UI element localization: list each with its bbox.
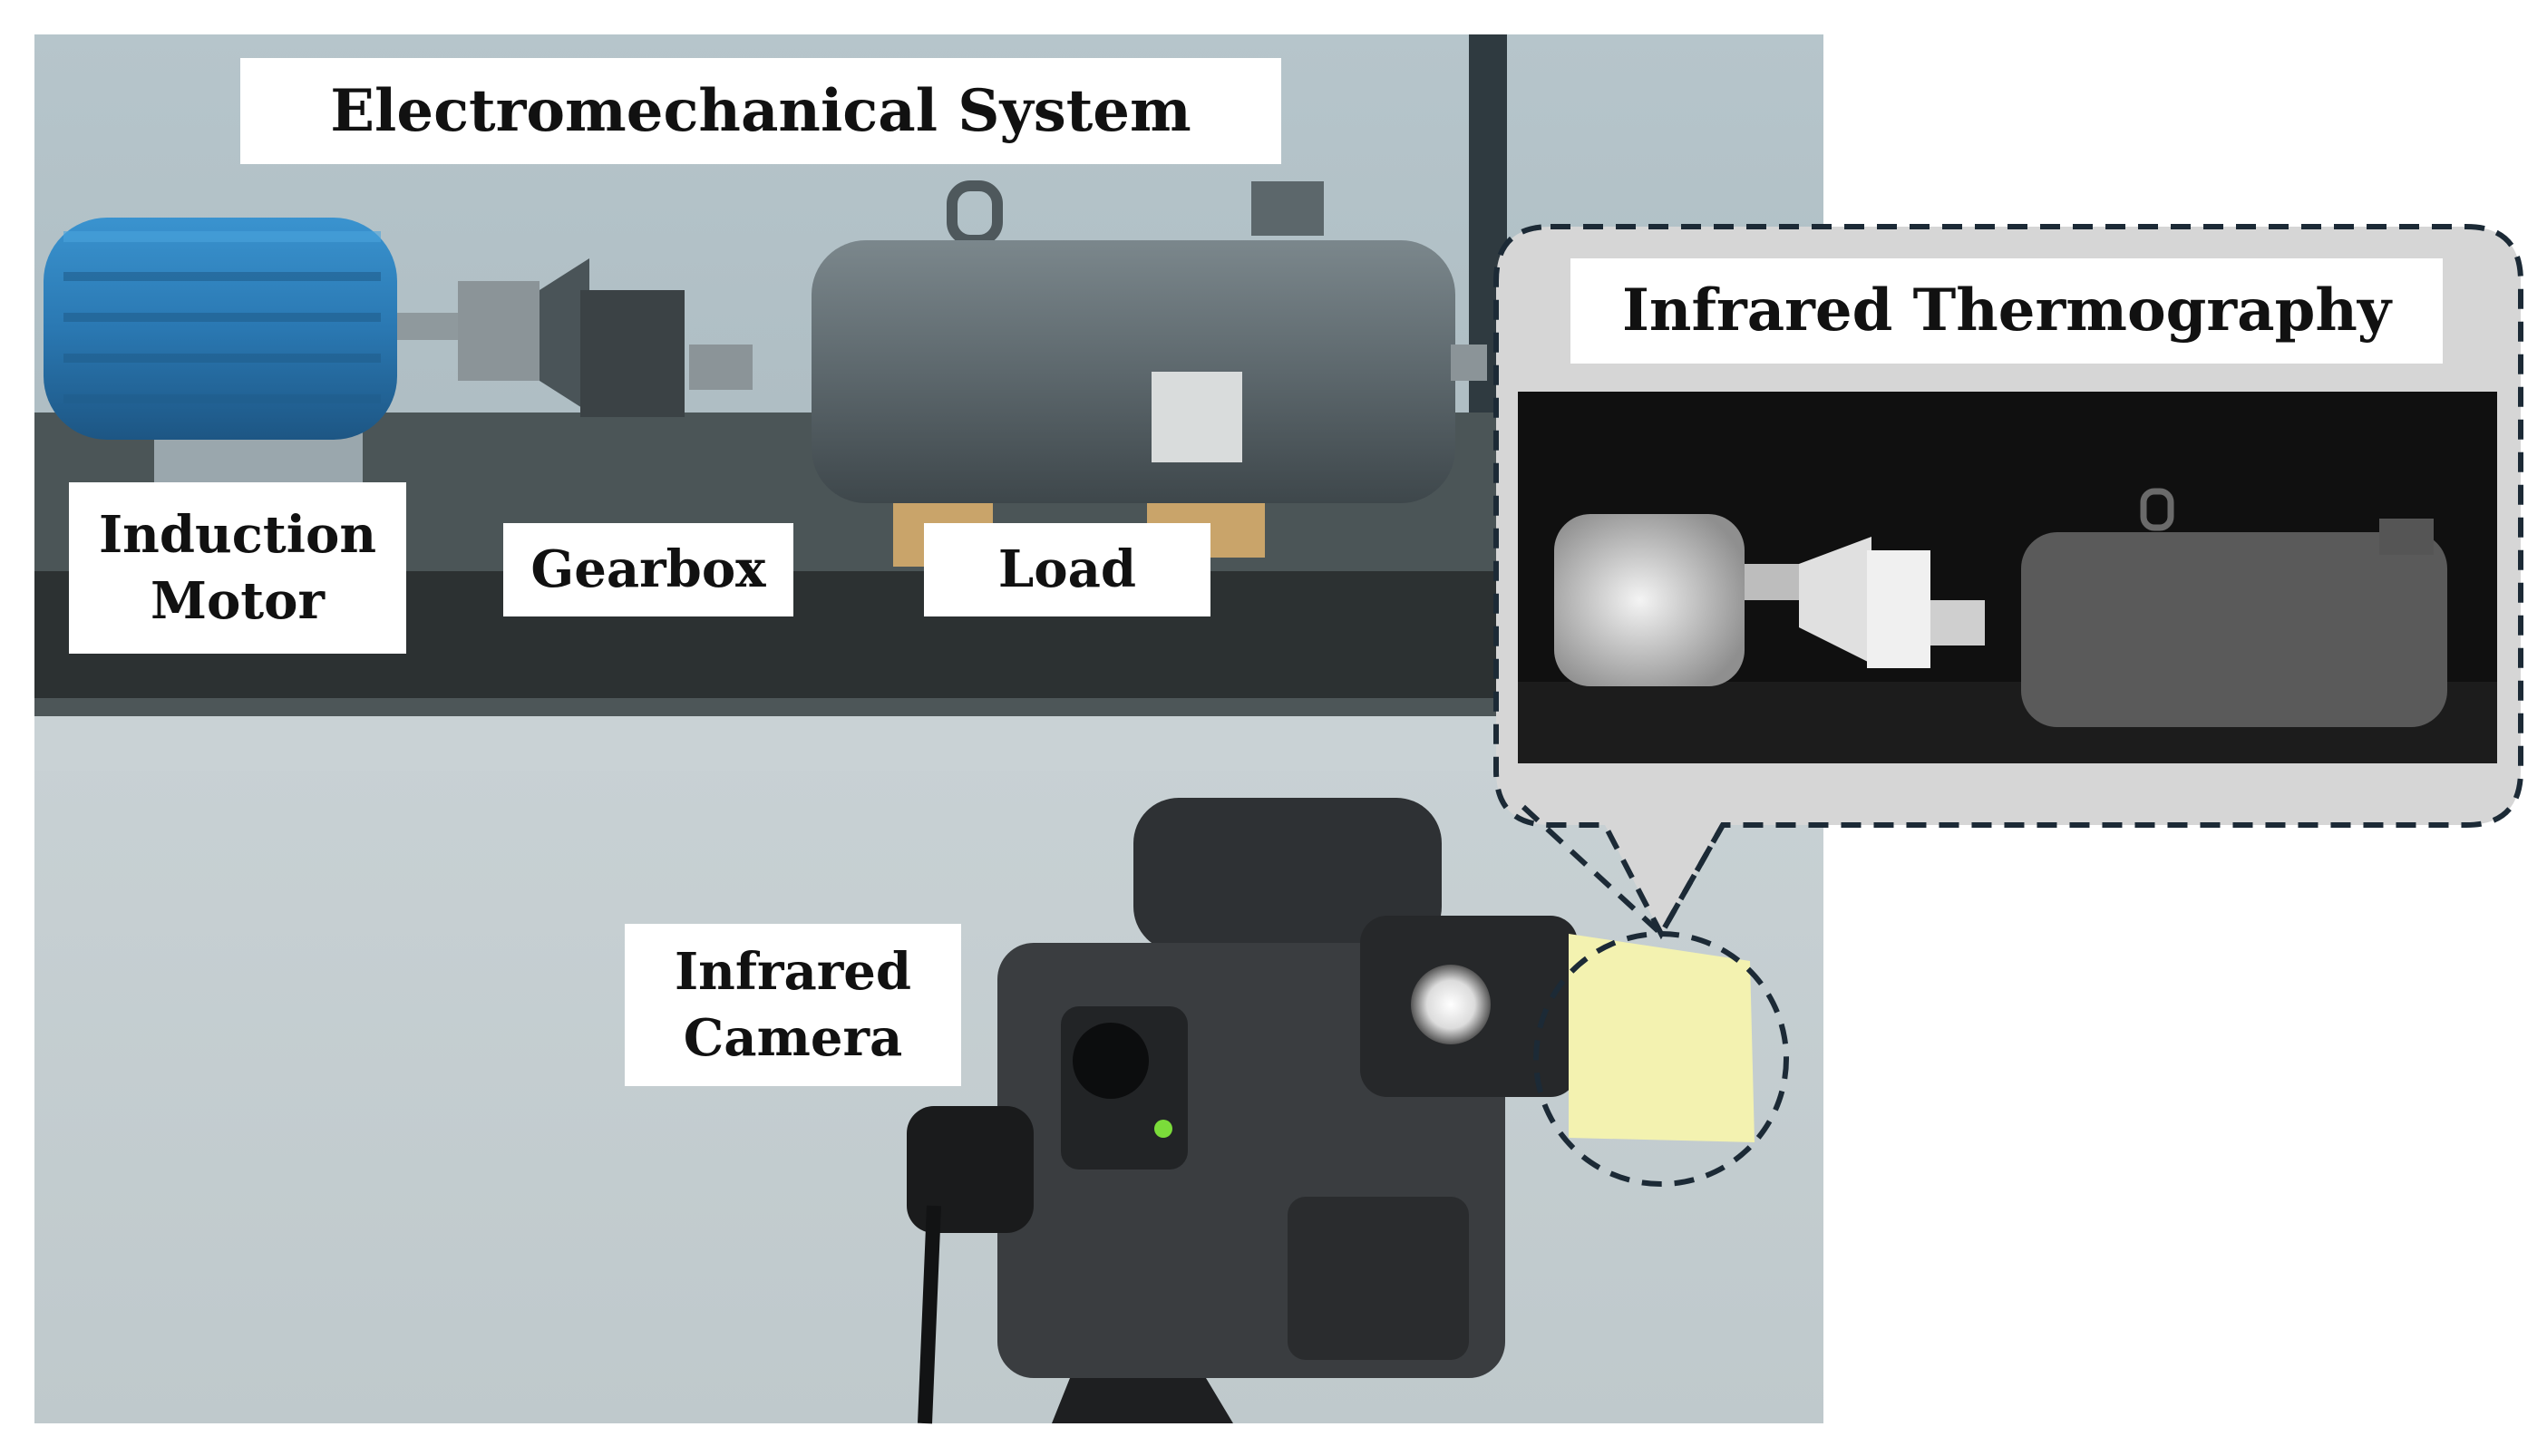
induction-motor-icon <box>44 218 461 485</box>
load-machine-icon <box>812 180 1487 567</box>
load-label: Load <box>924 523 1210 616</box>
thermal-image-icon <box>1518 392 2497 763</box>
gearbox-icon <box>458 258 753 417</box>
gearbox-label: Gearbox <box>503 523 793 616</box>
infrared-camera-icon <box>907 798 1578 1424</box>
infrared-camera-label: Infrared Camera <box>625 924 961 1086</box>
induction-motor-label: Induction Motor <box>69 482 406 654</box>
figure-title: Electromechanical System <box>240 58 1281 164</box>
infrared-thermography-label: Infrared Thermography <box>1570 258 2443 364</box>
